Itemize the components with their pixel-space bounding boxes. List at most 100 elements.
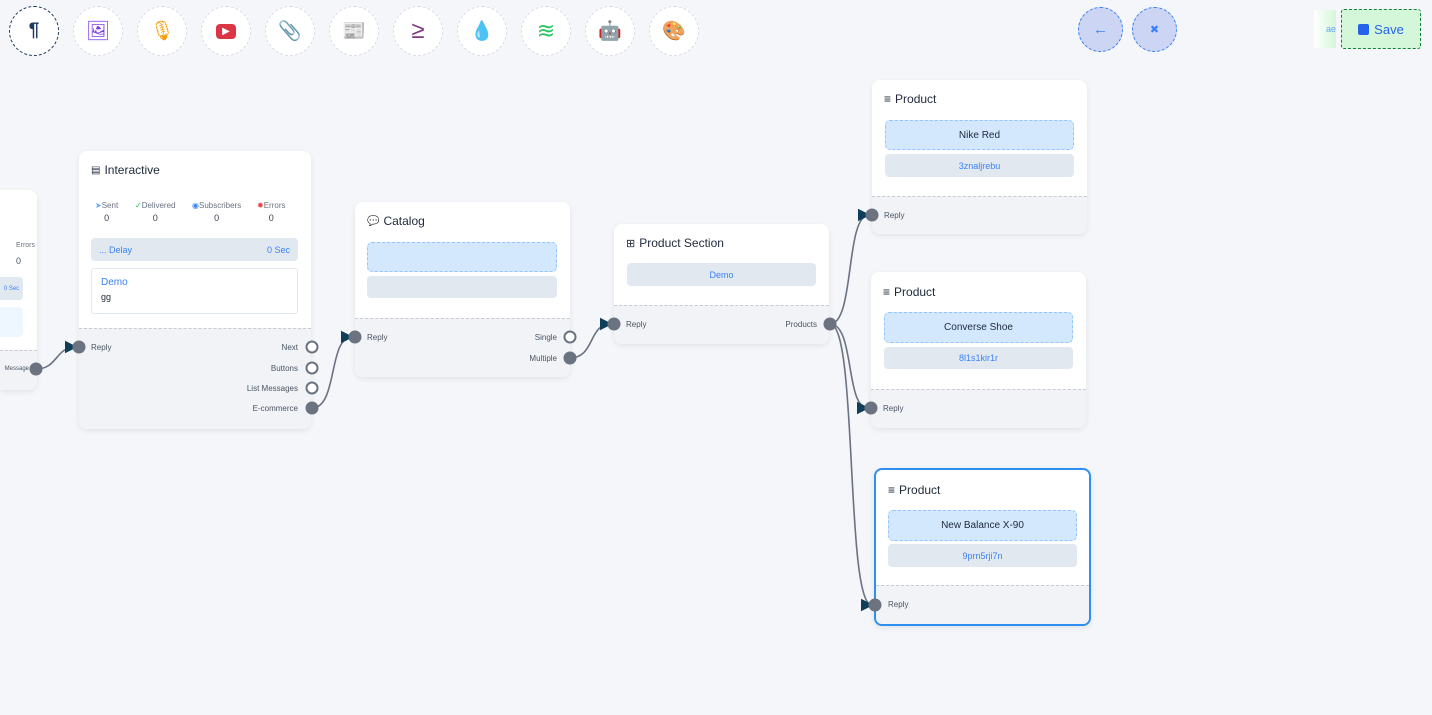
interactive-tool-button[interactable]: 📰 [329,6,379,56]
message-box[interactable]: Demo gg [91,268,298,314]
node-title: ≡Product [884,92,936,106]
product-name[interactable]: New Balance X-90 [888,510,1077,541]
bars-icon: ≡ [884,92,892,106]
catalog-node[interactable]: 💬Catalog Reply Single Multiple [355,202,570,377]
product-id: 3znaljrebu [885,154,1074,177]
node-footer: Reply [871,389,1086,428]
save-button[interactable]: Save [1341,9,1421,49]
product-section-node[interactable]: ⊞Product Section Demo Reply Products [614,224,829,344]
stack-tool-button[interactable]: ≋ [521,6,571,56]
stat-errors: ✹Errors 0 [257,201,285,223]
section-item[interactable]: Demo [627,263,816,286]
output-handle-buttons[interactable] [305,361,319,375]
node-title: 💬Catalog [367,214,425,228]
output-label-buttons: Buttons [270,364,298,373]
message-body: gg [101,292,112,302]
input-label: Reply [626,320,647,329]
delay-label: ... Delay [99,244,133,255]
stat-value: 0 [268,213,274,223]
collapse-button[interactable]: ✖ [1132,7,1177,52]
product-name[interactable]: Converse Shoe [884,312,1073,343]
comment-icon: 💬 [367,215,380,227]
palette-tool-button[interactable]: 🎨 [649,6,699,56]
input-handle[interactable] [72,340,86,354]
title-text: Catalog [383,214,425,228]
input-handle[interactable] [607,317,621,331]
bars-icon: ≡ [883,285,891,299]
drop-icon: 💧 [470,21,494,42]
output-handle-multiple[interactable] [563,351,577,365]
node-footer: Reply [876,585,1089,624]
node-footer: Reply Products [614,305,829,344]
output-label-next: Next [281,343,298,352]
input-label: Reply [883,404,904,413]
output-label: Message [4,366,29,372]
drop-tool-button[interactable]: 💧 [457,6,507,56]
video-tool-button[interactable]: ▶ [201,6,251,56]
message-box [0,307,23,337]
output-handle-ecommerce[interactable] [305,401,319,415]
title-text: Product Section [639,236,724,250]
input-label: Reply [91,343,112,352]
send-icon: ➤ [95,201,102,210]
output-handle-single[interactable] [563,330,577,344]
output-label-products: Products [785,320,817,329]
palette-icon: 🎨 [662,21,686,42]
input-handle[interactable] [348,330,362,344]
title-text: Product [899,483,941,497]
back-button[interactable]: ← [1078,7,1123,52]
node-footer: Reply Single Multiple [355,318,570,377]
robot-tool-button[interactable]: 🤖 [585,6,635,56]
input-handle[interactable] [868,598,882,612]
product-node-selected[interactable]: ≡Product New Balance X-90 9prn5rji7n Rep… [874,468,1091,626]
file-tool-button[interactable]: 📎 [265,6,315,56]
output-handle-list-messages[interactable] [305,381,319,395]
stack-icon: ≋ [536,18,556,43]
save-label: Save [1374,21,1404,37]
partial-node[interactable]: Errors 0 0 Sec Message [0,190,37,390]
input-handle[interactable] [864,401,878,415]
audio-tool-button[interactable]: 🎙 [137,6,187,56]
bug-icon: ✹ [257,201,264,210]
output-handle-next[interactable] [305,340,319,354]
newspaper-icon: ▤ [91,164,101,176]
toast-text: ae [1325,24,1336,34]
bars-icon: ≡ [888,483,896,497]
greater-equal-icon: ≥ [411,17,425,44]
paragraph-icon: ¶ [28,20,40,41]
input-handle[interactable] [865,208,879,222]
errors-label: Errors [15,242,35,249]
microphone-icon: 🎙 [149,21,175,42]
stat-value: 0 [214,213,220,223]
node-footer: Reply [872,196,1087,234]
image-icon: 🖼 [85,21,111,42]
edge-multiple-to-product-section [569,317,613,359]
image-tool-button[interactable]: 🖼 [73,6,123,56]
output-handle-products[interactable] [823,317,837,331]
node-title: ≡Product [883,285,935,299]
output-label-single: Single [534,333,557,342]
node-title: ▤Interactive [91,163,160,177]
product-node[interactable]: ≡Product Converse Shoe 8l1s1kir1r Reply [871,272,1086,428]
product-name[interactable]: Nike Red [885,120,1074,150]
node-footer: Message [0,350,37,390]
catalog-id [367,276,557,298]
catalog-item[interactable] [367,242,557,272]
title-text: Product [894,285,936,299]
stat-label: Delivered [141,201,176,210]
product-node[interactable]: ≡Product Nike Red 3znaljrebu Reply [872,80,1087,234]
condition-tool-button[interactable]: ≥ [393,6,443,56]
output-label-multiple: Multiple [529,354,557,363]
toast-fragment: ae [1314,10,1336,48]
stat-label: Errors [263,201,286,210]
check-circle-icon: ✓ [135,201,142,210]
output-handle[interactable] [29,362,43,376]
grid-icon: ⊞ [626,237,636,250]
paragraph-tool-button[interactable]: ¶ [9,6,59,56]
product-id: 8l1s1kir1r [884,347,1073,369]
